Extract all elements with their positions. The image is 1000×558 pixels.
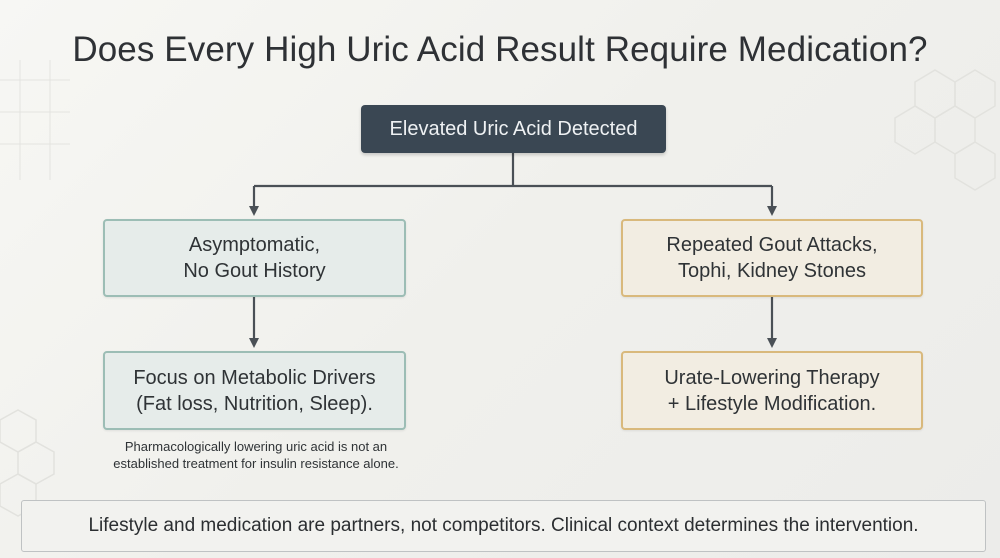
node-urate-lowering-therapy-line-1: Urate-Lowering Therapy <box>664 366 880 389</box>
page-title: Does Every High Uric Acid Result Require… <box>72 30 928 69</box>
node-asymptomatic-line-1: Asymptomatic, <box>188 234 321 256</box>
footer-summary-text: Lifestyle and medication are partners, n… <box>88 515 919 536</box>
root-node-elevated-uric-acid: Elevated Uric Acid Detected <box>361 105 666 153</box>
node-asymptomatic-line-2: No Gout History <box>183 260 326 282</box>
node-gout-attacks: Repeated Gout Attacks, Tophi, Kidney Sto… <box>621 219 923 297</box>
node-metabolic-drivers: Focus on Metabolic Drivers (Fat loss, Nu… <box>103 351 406 430</box>
node-urate-lowering-therapy-line-2: + Lifestyle Modification. <box>667 392 877 415</box>
node-gout-attacks-line-2: Tophi, Kidney Stones <box>678 260 866 282</box>
node-metabolic-drivers-line-1: Focus on Metabolic Drivers <box>133 366 376 389</box>
left-branch-note-line-1: Pharmacologically lowering uric acid is … <box>124 439 388 454</box>
root-node-label: Elevated Uric Acid Detected <box>389 118 638 140</box>
left-branch-note: Pharmacologically lowering uric acid is … <box>95 438 417 472</box>
footer-summary-banner: Lifestyle and medication are partners, n… <box>21 500 986 552</box>
left-branch-note-line-2: established treatment for insulin resist… <box>113 456 399 471</box>
node-asymptomatic: Asymptomatic, No Gout History <box>103 219 406 297</box>
node-urate-lowering-therapy: Urate-Lowering Therapy + Lifestyle Modif… <box>621 351 923 430</box>
node-metabolic-drivers-line-2: (Fat loss, Nutrition, Sleep). <box>136 392 373 415</box>
node-gout-attacks-line-1: Repeated Gout Attacks, <box>666 234 878 256</box>
